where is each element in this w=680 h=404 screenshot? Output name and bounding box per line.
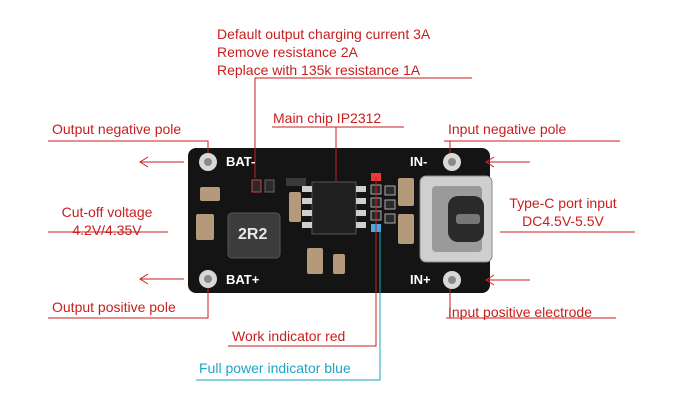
label-output-negative: Output negative pole	[52, 121, 182, 137]
resistor	[251, 179, 262, 193]
leader-current-setting	[254, 77, 472, 178]
resistor	[384, 213, 396, 224]
label-current-line2: Remove resistance 2A	[217, 44, 358, 60]
silk-bat-minus: BAT-	[226, 154, 256, 169]
label-work-indicator: Work indicator red	[232, 328, 346, 344]
label-current-line3: Replace with 135k resistance 1A	[217, 62, 421, 78]
capacitor	[200, 187, 220, 201]
label-typec-line2: DC4.5V-5.5V	[522, 213, 604, 229]
capacitor	[196, 214, 214, 240]
label-current-line1: Default output charging current 3A	[217, 26, 431, 42]
pad-bat-plus	[199, 270, 217, 288]
arrow-left-bottom	[139, 273, 184, 285]
inductor-marking: 2R2	[238, 226, 268, 243]
component	[286, 178, 306, 186]
arrow-right-top	[485, 156, 530, 168]
pad-in-minus	[443, 153, 461, 171]
resistor	[264, 179, 275, 193]
silk-in-plus: IN+	[410, 272, 431, 287]
label-full-power-indicator: Full power indicator blue	[199, 360, 351, 376]
label-typec-line1: Type-C port input	[509, 195, 617, 211]
pad-in-plus	[443, 271, 461, 289]
inductor	[227, 212, 281, 259]
capacitor	[289, 192, 301, 222]
leader-output-positive	[48, 288, 209, 319]
silk-in-minus: IN-	[410, 154, 428, 169]
leader-work-indicator	[228, 177, 377, 347]
silk-bat-plus: BAT+	[226, 272, 260, 287]
resistor	[384, 185, 396, 196]
label-output-positive: Output positive pole	[52, 299, 176, 315]
arrow-right-bottom	[485, 274, 530, 286]
pad-bat-minus	[199, 153, 217, 171]
main-chip-ip2312	[302, 181, 366, 235]
leader-full-power-indicator	[196, 230, 381, 381]
label-cutoff-line2: 4.2V/4.35V	[72, 222, 142, 238]
capacitor	[333, 254, 345, 274]
leader-output-negative	[48, 140, 209, 153]
capacitor	[307, 248, 323, 274]
label-input-positive: Input positive electrode	[448, 304, 592, 320]
label-cutoff-line1: Cut-off voltage	[61, 204, 153, 220]
label-input-negative: Input negative pole	[448, 121, 567, 137]
capacitor	[398, 178, 414, 206]
capacitor	[398, 214, 414, 244]
arrow-left-top	[139, 156, 184, 168]
label-main-chip: Main chip IP2312	[273, 110, 382, 126]
resistor	[384, 199, 396, 210]
type-c-port	[419, 175, 493, 263]
